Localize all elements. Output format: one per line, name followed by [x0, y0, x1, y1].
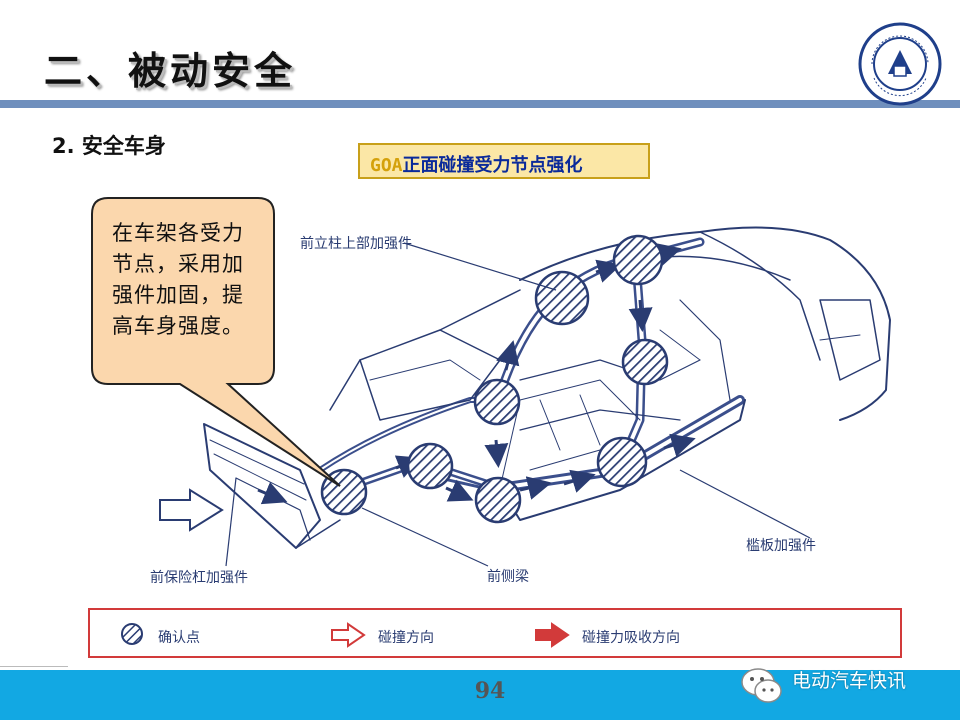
footer-divider	[0, 666, 68, 667]
force-absorption-arrow-icon	[535, 622, 570, 648]
label-front-pillar-upper-reinforcement: 前立柱上部加强件	[300, 236, 412, 252]
section-subtitle: 2. 安全车身	[52, 134, 166, 158]
label-front-bumper-reinforcement: 前保险杠加强件	[150, 570, 248, 586]
footer-bar	[0, 670, 960, 720]
legend-collision-direction-label: 碰撞方向	[378, 630, 434, 646]
label-front-side-rail: 前侧梁	[487, 569, 529, 585]
page-number: 94	[474, 678, 506, 704]
goa-title-text: 正面碰撞受力节点强化	[402, 155, 583, 176]
wechat-icon	[741, 668, 782, 703]
goa-prefix: GOA	[370, 155, 403, 176]
legend-box: 确认点 碰撞方向 碰撞力吸收方向	[88, 608, 902, 658]
callout-text: 在车架各受力节点，采用加强件加固，提高车身强度。	[112, 221, 244, 338]
goa-title-box: GOA正面碰撞受力节点强化	[358, 143, 650, 179]
title-underline-bar	[0, 100, 960, 108]
confirm-point-icon	[121, 623, 143, 645]
legend-force-absorption-label: 碰撞力吸收方向	[582, 630, 680, 646]
legend-confirm-point-label: 确认点	[158, 630, 200, 646]
watermark-text: 电动汽车快讯	[792, 670, 907, 692]
collision-direction-arrow-icon	[331, 622, 366, 648]
label-sill-reinforcement: 槛板加强件	[746, 538, 816, 554]
university-seal-logo	[858, 22, 942, 106]
callout-bubble	[91, 197, 341, 487]
page-title: 二、被动安全	[44, 49, 297, 93]
